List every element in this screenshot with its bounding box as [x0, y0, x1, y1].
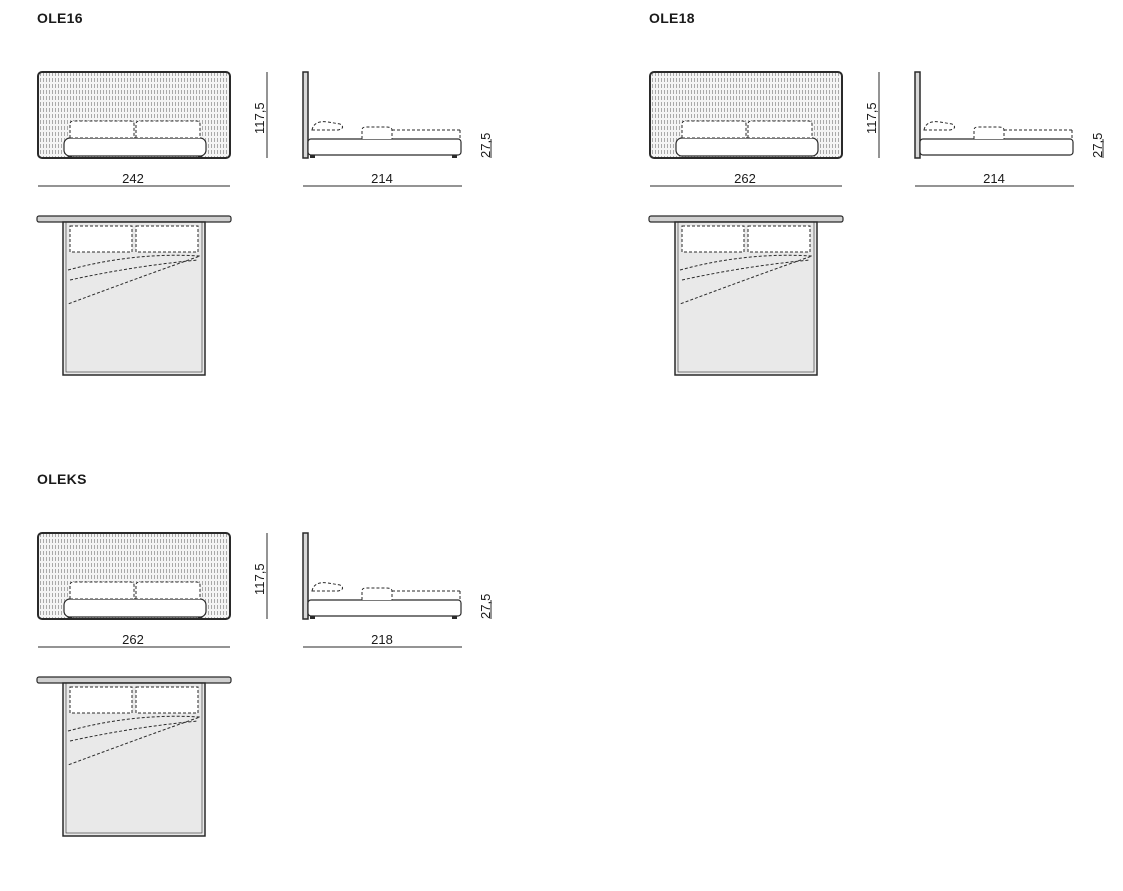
- width-label: 242: [122, 171, 144, 186]
- base-height-label: 27,5: [478, 133, 493, 158]
- svg-text:214: 214: [371, 171, 393, 186]
- front-view-drawing: [37, 71, 268, 187]
- plan-view-drawing: [36, 676, 232, 837]
- model-title: OLE16: [37, 10, 83, 26]
- plan-view-drawing: [36, 215, 232, 376]
- side-view-drawing: [302, 71, 492, 187]
- headboard-plan: [648, 215, 844, 223]
- headboard-side: [302, 532, 309, 620]
- side-view-drawing: [914, 71, 1104, 187]
- length-label: 214: [983, 171, 1005, 186]
- svg-text:27,5: 27,5: [478, 133, 493, 158]
- svg-text:117,5: 117,5: [252, 563, 267, 595]
- model-title: OLEKS: [37, 471, 87, 487]
- headboard-height-label: 117,5: [864, 102, 879, 134]
- model-title: OLE18: [649, 10, 695, 26]
- plan-view-drawing: [648, 215, 844, 376]
- headboard-side: [914, 71, 921, 159]
- front-view-drawing: [649, 71, 880, 187]
- svg-text:117,5: 117,5: [252, 102, 267, 134]
- bed-base-side: [307, 599, 462, 617]
- pillow-left: [69, 120, 135, 138]
- model-oleks: OLEKS 262 117,5 218: [0, 0, 560, 891]
- svg-text:262: 262: [122, 632, 144, 647]
- bed-base: [63, 598, 207, 618]
- model-ole16: OLE16 242 117,5: [0, 0, 560, 420]
- svg-text:27,5: 27,5: [478, 594, 493, 619]
- bed-base-side: [919, 138, 1074, 156]
- length-label: 214: [371, 171, 393, 186]
- svg-text:214: 214: [983, 171, 1005, 186]
- length-label: 218: [371, 632, 393, 647]
- base-height-label: 27,5: [478, 594, 493, 619]
- svg-text:262: 262: [734, 171, 756, 186]
- headboard-height-label: 117,5: [252, 563, 267, 595]
- bed-base: [675, 137, 819, 157]
- width-label: 262: [734, 171, 756, 186]
- width-label: 262: [122, 632, 144, 647]
- svg-text:27,5: 27,5: [1090, 133, 1105, 158]
- base-height-label: 27,5: [1090, 133, 1105, 158]
- svg-text:117,5: 117,5: [864, 102, 879, 134]
- headboard-height-label: 117,5: [252, 102, 267, 134]
- side-view-drawing: [302, 532, 492, 648]
- headboard-side: [302, 71, 309, 159]
- model-ole18: OLE18 262 117,5 214 27,5: [0, 0, 1123, 420]
- svg-text:218: 218: [371, 632, 393, 647]
- pillow-right: [135, 120, 201, 138]
- front-view-drawing: [37, 532, 268, 648]
- svg-text:242: 242: [122, 171, 144, 186]
- headboard-plan: [36, 676, 232, 684]
